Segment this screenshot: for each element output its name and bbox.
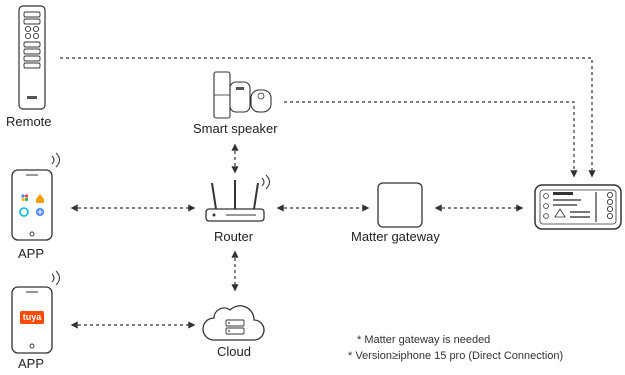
note-matter-gateway: * Matter gateway is needed: [357, 334, 491, 346]
remote-label: Remote: [6, 114, 52, 129]
phone-icon: [11, 152, 60, 241]
app-label-bottom: APP: [18, 356, 45, 371]
remote-to-controller-line: [60, 57, 596, 178]
remote-icon: [18, 5, 46, 110]
cloud-icon: [202, 305, 265, 341]
tuya-badge: tuya: [22, 312, 42, 322]
router-icon: [205, 174, 270, 222]
app-label-top: APP: [18, 246, 45, 261]
note-version: * Version≥iphone 15 pro (Direct Connecti…: [348, 350, 564, 362]
speaker-to-controller-line: [284, 101, 578, 178]
matter-gateway-label: Matter gateway: [351, 229, 440, 244]
smart-speaker-label: Smart speaker: [193, 121, 278, 136]
connections: [60, 57, 596, 329]
phone-icon: [11, 270, 60, 354]
cloud-label: Cloud: [217, 344, 251, 359]
controller-icon: [534, 184, 622, 230]
smart-speaker-icon: [213, 71, 272, 119]
matter-gateway-icon: [377, 182, 423, 228]
router-label: Router: [214, 229, 254, 244]
